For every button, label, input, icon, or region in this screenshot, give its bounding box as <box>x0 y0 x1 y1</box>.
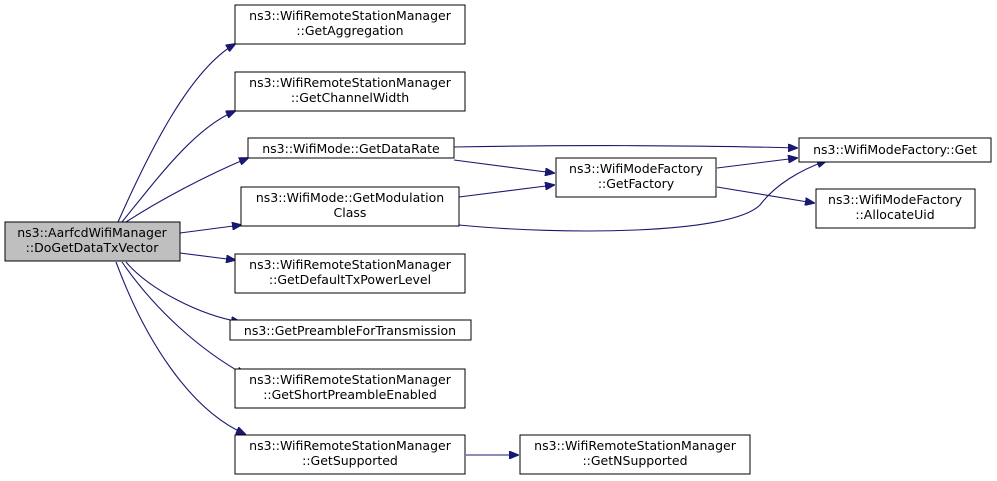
node-label-line: ::GetNSupported <box>582 453 687 468</box>
node-label-line: ns3::WifiRemoteStationManager <box>249 438 452 453</box>
node-getChannelWidth[interactable]: ns3::WifiRemoteStationManager ::GetChann… <box>234 71 466 112</box>
node-label-line: ::DoGetDataTxVector <box>26 240 160 255</box>
node-label-line: ns3::WifiRemoteStationManager <box>249 372 452 387</box>
node-getShortPreambleEnabled[interactable]: ns3::WifiRemoteStationManager ::GetShort… <box>234 368 466 409</box>
node-label-line: ns3::GetPreambleForTransmission <box>244 323 456 338</box>
node-label-line: ::GetShortPreambleEnabled <box>263 387 437 402</box>
node-getDefaultTxPowerLevel[interactable]: ns3::WifiRemoteStationManager ::GetDefau… <box>234 253 466 294</box>
node-getNSupported[interactable]: ns3::WifiRemoteStationManager ::GetNSupp… <box>519 434 751 475</box>
node-label-line: ns3::AarfcdWifiManager <box>17 225 167 240</box>
node-label-line: ns3::WifiRemoteStationManager <box>249 75 452 90</box>
edge-root-to-getPreambleForTransmission <box>125 261 240 322</box>
edge-root-to-getAggregation <box>117 44 235 223</box>
node-label-line: ::GetAggregation <box>296 23 403 38</box>
node-label-line: ns3::WifiRemoteStationManager <box>534 438 737 453</box>
edge-getModulationClass-to-factoryGet <box>458 161 826 232</box>
node-factoryGet[interactable]: ns3::WifiModeFactory::Get <box>798 137 992 163</box>
node-label-line: ns3::WifiRemoteStationManager <box>249 257 452 272</box>
node-label-line: ns3::WifiModeFactory <box>828 192 963 207</box>
edge-root-to-getShortPreambleEnabled <box>121 261 245 375</box>
node-root[interactable]: ns3::AarfcdWifiManager ::DoGetDataTxVect… <box>4 221 181 262</box>
edge-root-to-getDefaultTxPowerLevel <box>179 252 235 260</box>
edge-getFactory-to-allocateUid <box>716 186 814 203</box>
node-label-line: ::GetDefaultTxPowerLevel <box>269 272 431 287</box>
node-getDataRate[interactable]: ns3::WifiMode::GetDataRate <box>247 137 455 159</box>
edge-root-to-getDataRate <box>125 158 248 223</box>
node-label-line: ::AllocateUid <box>855 207 934 222</box>
node-label-line: ns3::WifiModeFactory::Get <box>813 142 977 157</box>
node-getModulationClass[interactable]: ns3::WifiMode::GetModulation Class <box>240 186 460 227</box>
edge-root-to-getSupported <box>115 261 245 434</box>
node-label-line: ns3::WifiModeFactory <box>569 161 704 176</box>
node-label-line: Class <box>334 205 367 220</box>
edge-getModulationClass-to-getFactory <box>458 185 554 198</box>
node-label-line: ::GetFactory <box>598 176 675 191</box>
node-getFactory[interactable]: ns3::WifiModeFactory ::GetFactory <box>555 157 717 198</box>
node-getPreambleForTransmission[interactable]: ns3::GetPreambleForTransmission <box>229 319 472 341</box>
node-label-line: ns3::WifiRemoteStationManager <box>249 8 452 23</box>
node-getSupported[interactable]: ns3::WifiRemoteStationManager ::GetSuppo… <box>234 434 466 475</box>
node-label-line: ::GetChannelWidth <box>291 90 409 105</box>
edge-getDataRate-to-factoryGet <box>453 146 797 148</box>
edge-getDataRate-to-getFactory <box>453 159 554 173</box>
node-allocateUid[interactable]: ns3::WifiModeFactory ::AllocateUid <box>815 188 976 229</box>
node-label-line: ns3::WifiMode::GetDataRate <box>262 141 440 156</box>
node-label-line: ::GetSupported <box>302 453 398 468</box>
edge-layer <box>115 44 826 455</box>
node-layer: ns3::AarfcdWifiManager ::DoGetDataTxVect… <box>4 4 992 475</box>
node-label-line: ns3::WifiMode::GetModulation <box>256 190 444 205</box>
edge-getFactory-to-factoryGet <box>716 158 797 169</box>
node-getAggregation[interactable]: ns3::WifiRemoteStationManager ::GetAggre… <box>234 4 466 45</box>
edge-root-to-getChannelWidth <box>121 111 235 223</box>
edge-root-to-getModulationClass <box>179 225 241 234</box>
